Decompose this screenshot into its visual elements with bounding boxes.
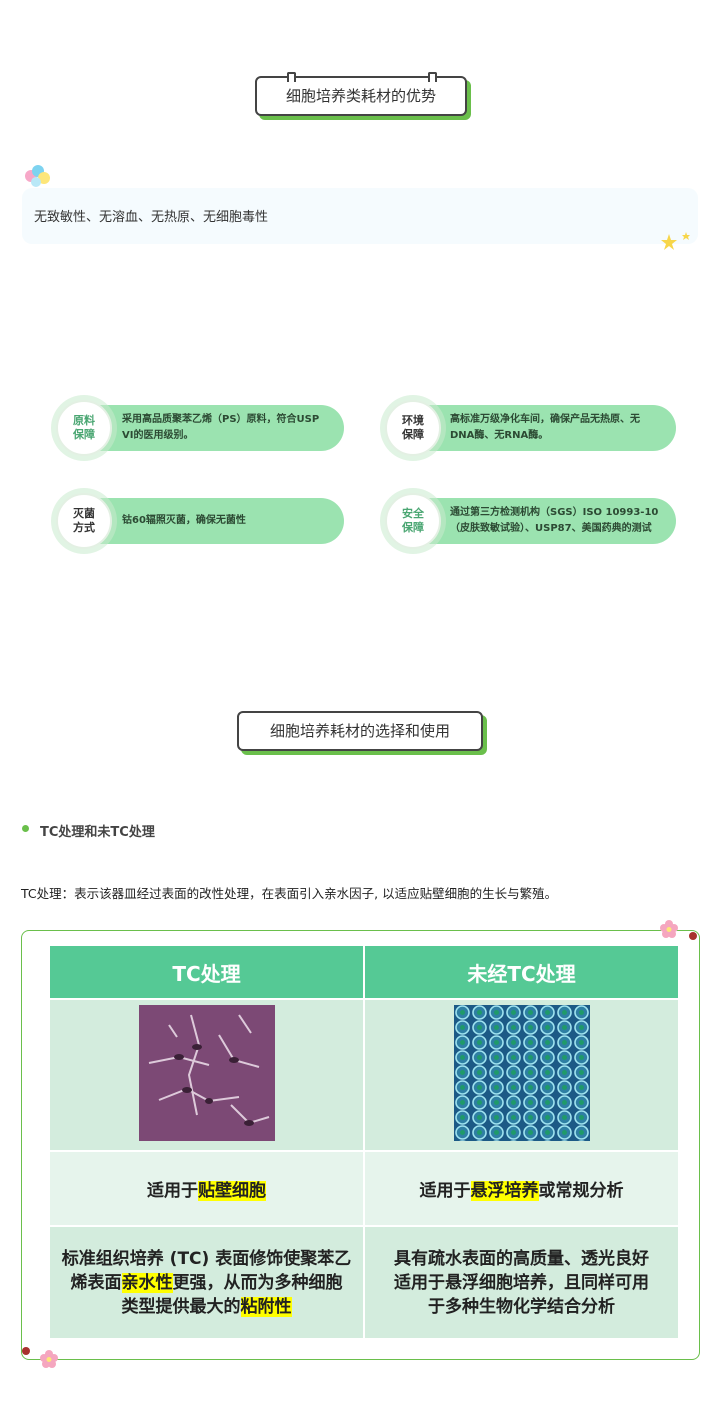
- desc-line: 适用于悬浮细胞培养，且同样可用: [394, 1272, 649, 1293]
- feature-badge-safety: 安全 保障: [385, 493, 441, 549]
- suspension-cells-image: [453, 1004, 590, 1141]
- desc-line: 于多种生物化学结合分析: [428, 1296, 615, 1317]
- feature-badge-sterilization: 灭菌 方式: [56, 493, 112, 549]
- use-text: 适用于: [419, 1180, 471, 1201]
- flower-icon: [40, 1350, 58, 1368]
- adherent-cells-image: [138, 1004, 275, 1141]
- feature-pill-materials: 采用高品质聚苯乙烯（PS）原料，符合USP VI的医用级别。: [72, 405, 344, 451]
- feature-badge-environment: 环境 保障: [385, 400, 441, 456]
- feature-text: 通过第三方检测机构（SGS）ISO 10993-10（皮肤致敏试验）、USP87…: [450, 507, 659, 534]
- desc-text: 更强，从而为多种细胞: [172, 1272, 343, 1293]
- feature-label: 安全 保障: [402, 507, 424, 534]
- feature-badge-materials: 原料 保障: [56, 400, 112, 456]
- desc-line: 类型提供最大的粘附性: [50, 1295, 363, 1319]
- feature-text: 高标准万级净化车间，确保产品无热原、无DNA酶、无RNA酶。: [450, 414, 640, 441]
- use-text: 或常规分析: [538, 1180, 624, 1201]
- balloons-icon: [25, 165, 50, 187]
- use-highlight: 悬浮培养: [470, 1180, 539, 1201]
- feature-label: 灭菌 方式: [73, 507, 95, 534]
- feature-pill-sterilization: 钴60辐照灭菌，确保无菌性: [72, 498, 344, 544]
- desc-text: 烯表面: [70, 1272, 122, 1293]
- use-highlight: 贴壁细胞: [198, 1180, 266, 1201]
- title-tick-left: [287, 72, 296, 82]
- corner-dot: [689, 932, 697, 940]
- table-cell: [363, 998, 680, 1152]
- comparison-table: TC处理 未经TC处理: [48, 943, 680, 1340]
- desc-text: 类型提供最大的: [121, 1296, 241, 1317]
- feature-text: 采用高品质聚苯乙烯（PS）原料，符合USP VI的医用级别。: [122, 414, 320, 441]
- table-frame: [21, 930, 700, 1360]
- section-title-text: 细胞培养类耗材的优势: [285, 87, 436, 105]
- desc-cell-non-tc: 具有疏水表面的高质量、透光良好 适用于悬浮细胞培养，且同样可用 于多种生物化学结…: [363, 1225, 680, 1340]
- desc-highlight: 亲水性: [121, 1272, 173, 1293]
- use-cell-tc: 适用于贴壁细胞: [48, 1149, 365, 1228]
- header-tc: TC处理: [48, 943, 365, 1001]
- feature-pill-safety: 通过第三方检测机构（SGS）ISO 10993-10（皮肤致敏试验）、USP87…: [400, 498, 676, 544]
- intro-card: 无致敏性、无溶血、无热原、无细胞毒性: [22, 188, 698, 244]
- use-cell-non-tc: 适用于悬浮培养或常规分析: [363, 1149, 680, 1228]
- section-title-selection: 细胞培养耗材的选择和使用: [237, 711, 483, 751]
- desc-cell-tc: 标准组织培养 (TC) 表面修饰使聚苯乙 烯表面亲水性更强，从而为多种细胞 类型…: [48, 1225, 365, 1340]
- table-header-row: TC处理 未经TC处理: [48, 943, 680, 1001]
- feature-label: 环境 保障: [402, 414, 424, 441]
- corner-dot: [22, 1347, 30, 1355]
- bullet-heading: TC处理和未TC处理: [40, 825, 155, 840]
- title-tick-right: [428, 72, 437, 82]
- desc-line: 烯表面亲水性更强，从而为多种细胞: [50, 1271, 363, 1295]
- intro-text: 无致敏性、无溶血、无热原、无细胞毒性: [34, 210, 269, 225]
- stars-icon: [661, 232, 690, 250]
- feature-label: 原料 保障: [73, 414, 95, 441]
- desc-highlight: 粘附性: [240, 1296, 292, 1317]
- table-desc-row: 标准组织培养 (TC) 表面修饰使聚苯乙 烯表面亲水性更强，从而为多种细胞 类型…: [48, 1225, 680, 1340]
- table-use-row: 适用于贴壁细胞 适用于悬浮培养或常规分析: [48, 1149, 680, 1228]
- use-text: 适用于: [147, 1180, 198, 1201]
- bullet-dot-icon: [22, 825, 29, 832]
- header-non-tc: 未经TC处理: [363, 943, 680, 1001]
- tc-description: TC处理：表示该器皿经过表面的改性处理，在表面引入亲水因子, 以适应贴壁细胞的生…: [21, 886, 558, 901]
- table-image-row: [48, 998, 680, 1152]
- feature-text: 钴60辐照灭菌，确保无菌性: [122, 515, 246, 526]
- section-title-text: 细胞培养耗材的选择和使用: [269, 722, 450, 740]
- table-cell: [48, 998, 365, 1152]
- desc-line: 标准组织培养 (TC) 表面修饰使聚苯乙: [61, 1248, 352, 1269]
- flower-icon: [660, 920, 678, 938]
- section-title-advantages: 细胞培养类耗材的优势: [255, 72, 467, 116]
- feature-pill-environment: 高标准万级净化车间，确保产品无热原、无DNA酶、无RNA酶。: [400, 405, 676, 451]
- desc-line: 具有疏水表面的高质量、透光良好: [394, 1248, 649, 1269]
